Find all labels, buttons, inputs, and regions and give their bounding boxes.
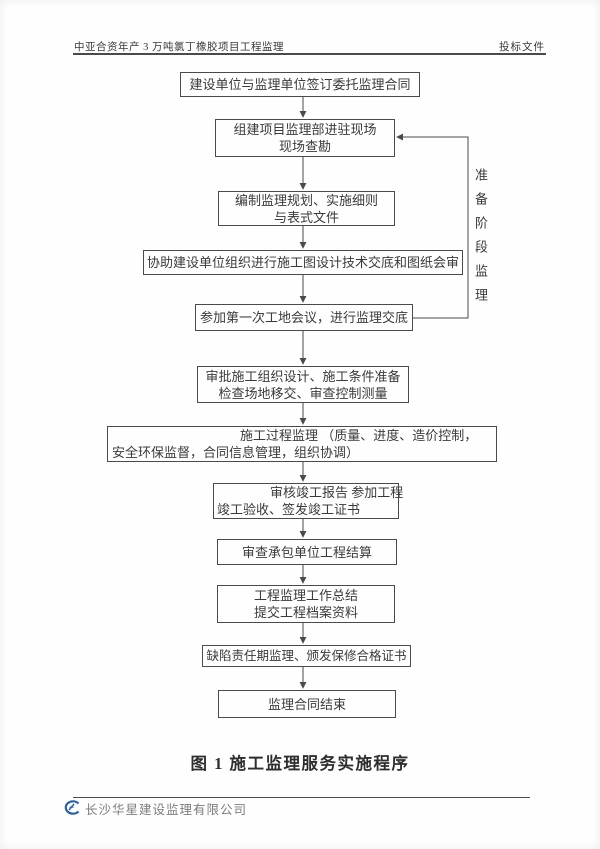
flow-step-settlement-review: 审查承包单位工程结算 [217, 539, 397, 565]
flow-step-text: 编制监理规划、实施细则 [234, 192, 378, 208]
company-logo-icon [64, 800, 80, 815]
flow-step-text: 工程监理工作总结 [253, 588, 358, 603]
flow-step-text: 协助建设单位组织进行施工图设计技术交底和图纸会审 [146, 255, 459, 270]
flow-step-contract-end: 监理合同结束 [218, 690, 396, 718]
footer-company-name: 长沙华星建设监理有限公司 [85, 803, 248, 817]
flow-step-text: 检查场地移交、审查控制测量 [218, 385, 388, 401]
flow-step-text: 施工过程监理 （质量、进度、造价控制， [240, 428, 478, 443]
flow-step-text: 竣工验收、签发竣工证书 [217, 502, 361, 517]
flow-step-text: 监理合同结束 [267, 696, 346, 712]
flow-step-approve-design: 审批施工组织设计、施工条件准备 检查场地移交、审查控制测量 [197, 366, 409, 403]
preparation-stage-label: 准备阶段监理 [473, 168, 488, 312]
flow-step-defect-period: 缺陷责任期监理、颁发保修合格证书 [202, 645, 411, 667]
figure-caption: 图 1 施工监理服务实施程序 [190, 754, 410, 773]
flow-step-compile-plan: 编制监理规划、实施细则 与表式文件 [218, 191, 395, 226]
flow-step-text: 提交工程档案资料 [253, 605, 358, 620]
flow-step-text: 安全环保监督，合同信息管理，组织协调） [112, 445, 360, 460]
header-doc-type: 投标文件 [499, 42, 545, 53]
flow-step-completion-report: 审核竣工报告 参加工程 竣工验收、签发竣工证书 [213, 483, 404, 519]
flow-step-work-summary: 工程监理工作总结 提交工程档案资料 [217, 585, 395, 623]
header-rule [73, 53, 546, 55]
flow-step-text: 缺陷责任期监理、颁发保修合格证书 [206, 648, 407, 663]
footer-rule [73, 797, 530, 798]
flow-step-text: 组建项目监理部进驻现场 [233, 122, 377, 137]
flow-step-text: 参加第一次工地会议，进行监理交底 [199, 310, 408, 325]
flow-step-process-supervision: 施工过程监理 （质量、进度、造价控制， 安全环保监督，合同信息管理，组织协调） [107, 426, 497, 462]
flow-step-text: 审查承包单位工程结算 [241, 544, 372, 560]
flow-step-text: 与表式文件 [273, 209, 339, 225]
flow-step-setup-dept: 组建项目监理部进驻现场 现场查勘 [215, 119, 395, 157]
header-project-title: 中亚合资年产 3 万吨氯丁橡胶项目工程监理 [74, 42, 284, 53]
flow-step-assist-review: 协助建设单位组织进行施工图设计技术交底和图纸会审 [143, 250, 463, 275]
flow-step-text: 建设单位与监理单位签订委托监理合同 [189, 77, 411, 92]
flow-step-sign-contract: 建设单位与监理单位签订委托监理合同 [180, 72, 420, 97]
flow-step-first-site-meeting: 参加第一次工地会议，进行监理交底 [195, 304, 413, 331]
flow-step-text: 现场查勘 [278, 139, 331, 154]
flow-step-text: 审批施工组织设计、施工条件准备 [205, 368, 401, 384]
flow-step-text: 审核竣工报告 参加工程 [270, 485, 404, 500]
